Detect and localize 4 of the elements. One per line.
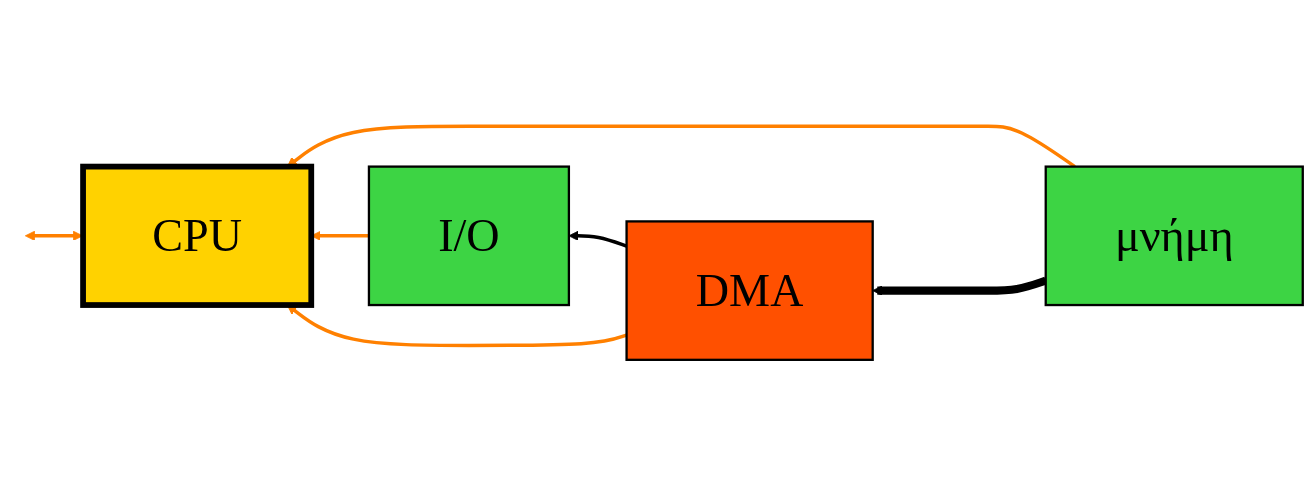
node-box: DMA bbox=[625, 220, 874, 362]
node-box: μνήμη bbox=[1044, 165, 1304, 307]
node-box: CPU bbox=[80, 164, 315, 309]
node-box: I/O bbox=[367, 165, 571, 307]
